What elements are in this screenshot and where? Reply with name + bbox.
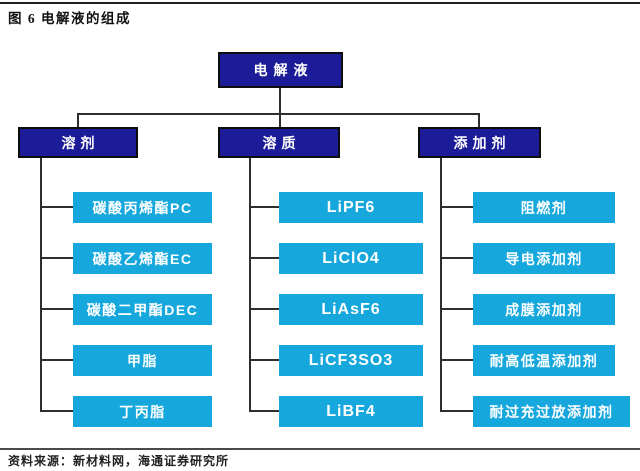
connector-stub xyxy=(249,308,279,310)
node-liclo4: LiClO4 xyxy=(279,243,423,274)
connector-stub xyxy=(249,257,279,259)
connector-spine-solvent xyxy=(40,158,42,412)
connector-drop-solute xyxy=(279,113,281,128)
node-liasf6: LiAsF6 xyxy=(279,294,423,325)
node-electrolyte: 电解液 xyxy=(218,52,343,88)
node-conductive-additive: 导电添加剂 xyxy=(473,243,615,274)
node-propylene-carbonate: 碳酸丙烯酯PC xyxy=(73,192,212,223)
node-ethylene-carbonate: 碳酸乙烯酯EC xyxy=(73,243,212,274)
connector-stub xyxy=(249,410,279,412)
node-licf3so3: LiCF3SO3 xyxy=(279,345,423,376)
source-note: 资料来源：新材料网，海通证券研究所 xyxy=(8,454,230,468)
node-solvent: 溶剂 xyxy=(18,127,138,158)
node-lipf6: LiPF6 xyxy=(279,192,423,223)
connector-stub xyxy=(249,206,279,208)
connector-root-drop xyxy=(279,86,281,114)
connector-stub xyxy=(440,206,473,208)
connector-stub xyxy=(40,359,73,361)
node-dimethyl-carbonate: 碳酸二甲酯DEC xyxy=(73,294,212,325)
node-film-forming-additive: 成膜添加剂 xyxy=(473,294,615,325)
node-solute: 溶质 xyxy=(218,127,340,158)
connector-stub xyxy=(40,206,73,208)
connector-drop-additive xyxy=(478,113,480,128)
node-methyl-ester: 甲脂 xyxy=(73,345,212,376)
node-overcharge-additive: 耐过充过放添加剂 xyxy=(473,396,630,427)
connector-spine-additive xyxy=(440,158,442,412)
node-libf4: LiBF4 xyxy=(279,396,423,427)
connector-stub xyxy=(440,359,473,361)
connector-drop-solvent xyxy=(77,113,79,128)
node-butyl-propyl-ester: 丁丙脂 xyxy=(73,396,212,427)
connector-spine-solute xyxy=(249,158,251,412)
connector-stub xyxy=(40,410,73,412)
connector-stub xyxy=(440,257,473,259)
bottom-rule xyxy=(0,448,640,450)
connector-stub xyxy=(40,257,73,259)
figure-title: 图 6 电解液的组成 xyxy=(8,11,131,26)
connector-stub xyxy=(440,308,473,310)
connector-stub xyxy=(40,308,73,310)
connector-crossbar xyxy=(77,113,480,115)
node-flame-retardant: 阻燃剂 xyxy=(473,192,615,223)
connector-stub xyxy=(249,359,279,361)
node-additive: 添加剂 xyxy=(418,127,541,158)
connector-stub xyxy=(440,410,473,412)
top-rule xyxy=(0,2,640,4)
node-temp-resist-additive: 耐高低温添加剂 xyxy=(473,345,615,376)
